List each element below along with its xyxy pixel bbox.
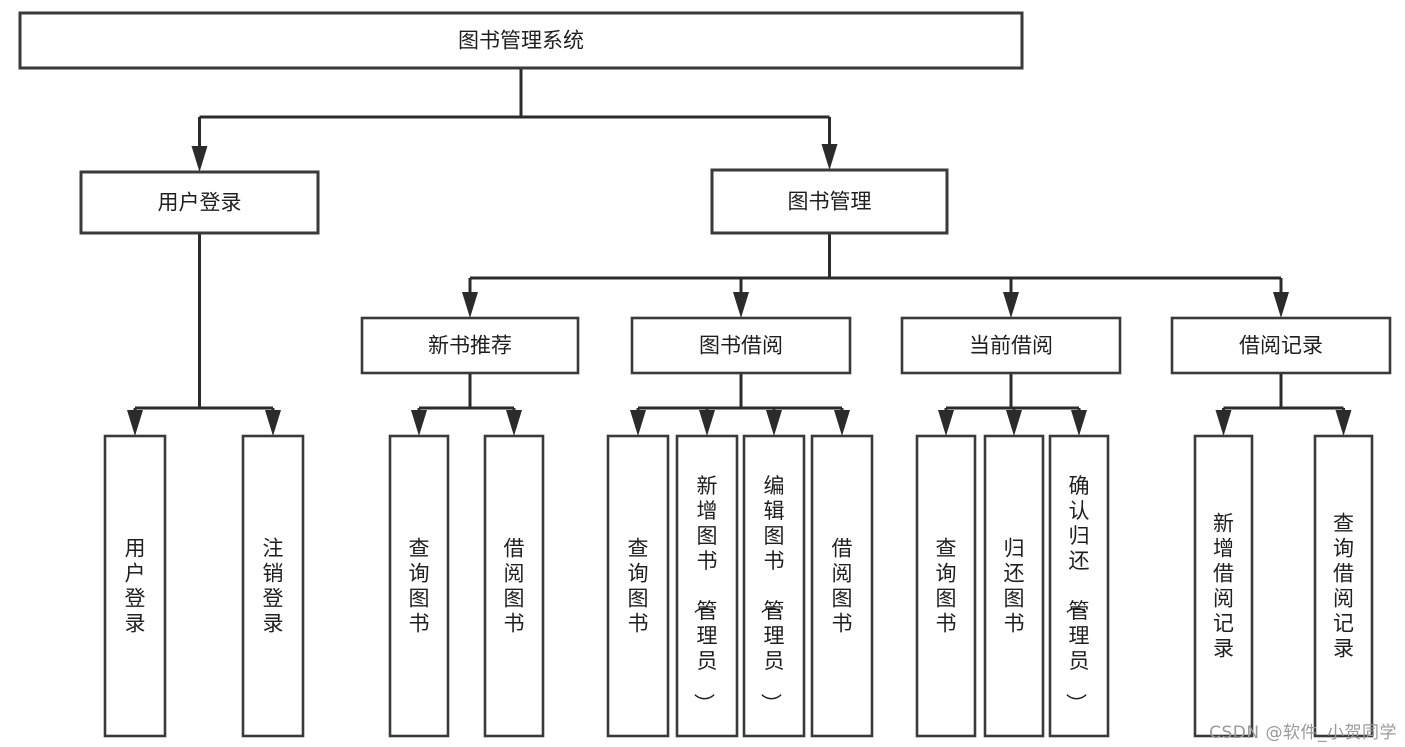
node-current-borrow[interactable]: 当前借阅 <box>900 316 1122 375</box>
edge-group-book_borrow <box>630 373 850 436</box>
node-label: 编辑图书（管理员） <box>759 474 785 714</box>
node-label: 查询图书 <box>628 537 649 636</box>
node-box <box>915 434 977 738</box>
node-box <box>742 434 806 738</box>
node-leaf-query-book-2[interactable]: 查询图书 <box>606 434 670 738</box>
node-layer: 图书管理系统用户登录图书管理新书推荐图书借阅当前借阅借阅记录用户登录注销登录查询… <box>18 11 1392 738</box>
node-label: 用户登录 <box>125 537 146 636</box>
edge-group-book_manage <box>462 233 1289 318</box>
watermark-label: CSDN @软件_小贺同学 <box>1209 723 1397 743</box>
node-box <box>675 434 739 738</box>
node-leaf-confirm-return[interactable]: 确认归还（管理员） <box>1048 434 1110 738</box>
node-book-borrow[interactable]: 图书借阅 <box>630 316 852 375</box>
node-label: 新书推荐 <box>428 334 512 358</box>
node-label: 当前借阅 <box>969 334 1053 358</box>
node-user-login[interactable]: 用户登录 <box>79 170 320 235</box>
node-box <box>630 316 852 375</box>
node-leaf-edit-book[interactable]: 编辑图书（管理员） <box>742 434 806 738</box>
node-leaf-add-book[interactable]: 新增图书（管理员） <box>675 434 739 738</box>
node-label: 图书管理 <box>788 190 872 214</box>
node-new-book-rec[interactable]: 新书推荐 <box>360 316 580 375</box>
node-box <box>1313 434 1374 738</box>
node-leaf-query-book-3[interactable]: 查询图书 <box>915 434 977 738</box>
node-leaf-return-book[interactable]: 归还图书 <box>983 434 1045 738</box>
node-leaf-add-record[interactable]: 新增借阅记录 <box>1193 434 1254 738</box>
node-label: 归还图书 <box>1004 537 1025 636</box>
edge-group-new_book_rec <box>411 373 522 436</box>
connector-layer <box>127 68 1352 436</box>
node-box <box>900 316 1122 375</box>
node-label: 图书借阅 <box>699 334 783 358</box>
node-box <box>18 11 1024 70</box>
node-leaf-logout[interactable]: 注销登录 <box>241 434 305 738</box>
node-label: 确认归还（管理员） <box>1064 474 1090 714</box>
node-box <box>103 434 167 738</box>
node-root[interactable]: 图书管理系统 <box>18 11 1024 70</box>
node-box <box>1048 434 1110 738</box>
node-box <box>810 434 874 738</box>
node-box <box>241 434 305 738</box>
node-leaf-query-book-1[interactable]: 查询图书 <box>388 434 450 738</box>
edge-group-root <box>191 68 838 172</box>
node-book-manage[interactable]: 图书管理 <box>710 168 949 235</box>
node-box <box>1170 316 1392 375</box>
node-label: 查询图书 <box>936 537 957 636</box>
node-label: 新增借阅记录 <box>1213 512 1234 661</box>
node-box <box>606 434 670 738</box>
node-box <box>360 316 580 375</box>
edge-group-current_borrow <box>938 373 1087 436</box>
node-leaf-query-record[interactable]: 查询借阅记录 <box>1313 434 1374 738</box>
edge-group-user_login <box>127 233 281 436</box>
node-label: 借阅记录 <box>1239 334 1323 358</box>
node-label: 查询图书 <box>409 537 430 636</box>
node-box <box>710 168 949 235</box>
node-box <box>483 434 545 738</box>
node-label: 借阅图书 <box>832 537 853 636</box>
node-box <box>1193 434 1254 738</box>
node-label: 注销登录 <box>263 537 284 636</box>
node-label: 新增图书（管理员） <box>692 474 718 714</box>
node-leaf-borrow-book-1[interactable]: 借阅图书 <box>483 434 545 738</box>
node-leaf-borrow-book-2[interactable]: 借阅图书 <box>810 434 874 738</box>
node-label: 查询借阅记录 <box>1333 512 1354 661</box>
node-box <box>79 170 320 235</box>
node-borrow-record[interactable]: 借阅记录 <box>1170 316 1392 375</box>
node-label: 借阅图书 <box>504 537 525 636</box>
node-box <box>388 434 450 738</box>
edge-group-borrow_record <box>1215 373 1352 436</box>
node-leaf-user-login[interactable]: 用户登录 <box>103 434 167 738</box>
node-box <box>983 434 1045 738</box>
node-label: 图书管理系统 <box>458 29 584 53</box>
node-label: 用户登录 <box>158 191 242 215</box>
